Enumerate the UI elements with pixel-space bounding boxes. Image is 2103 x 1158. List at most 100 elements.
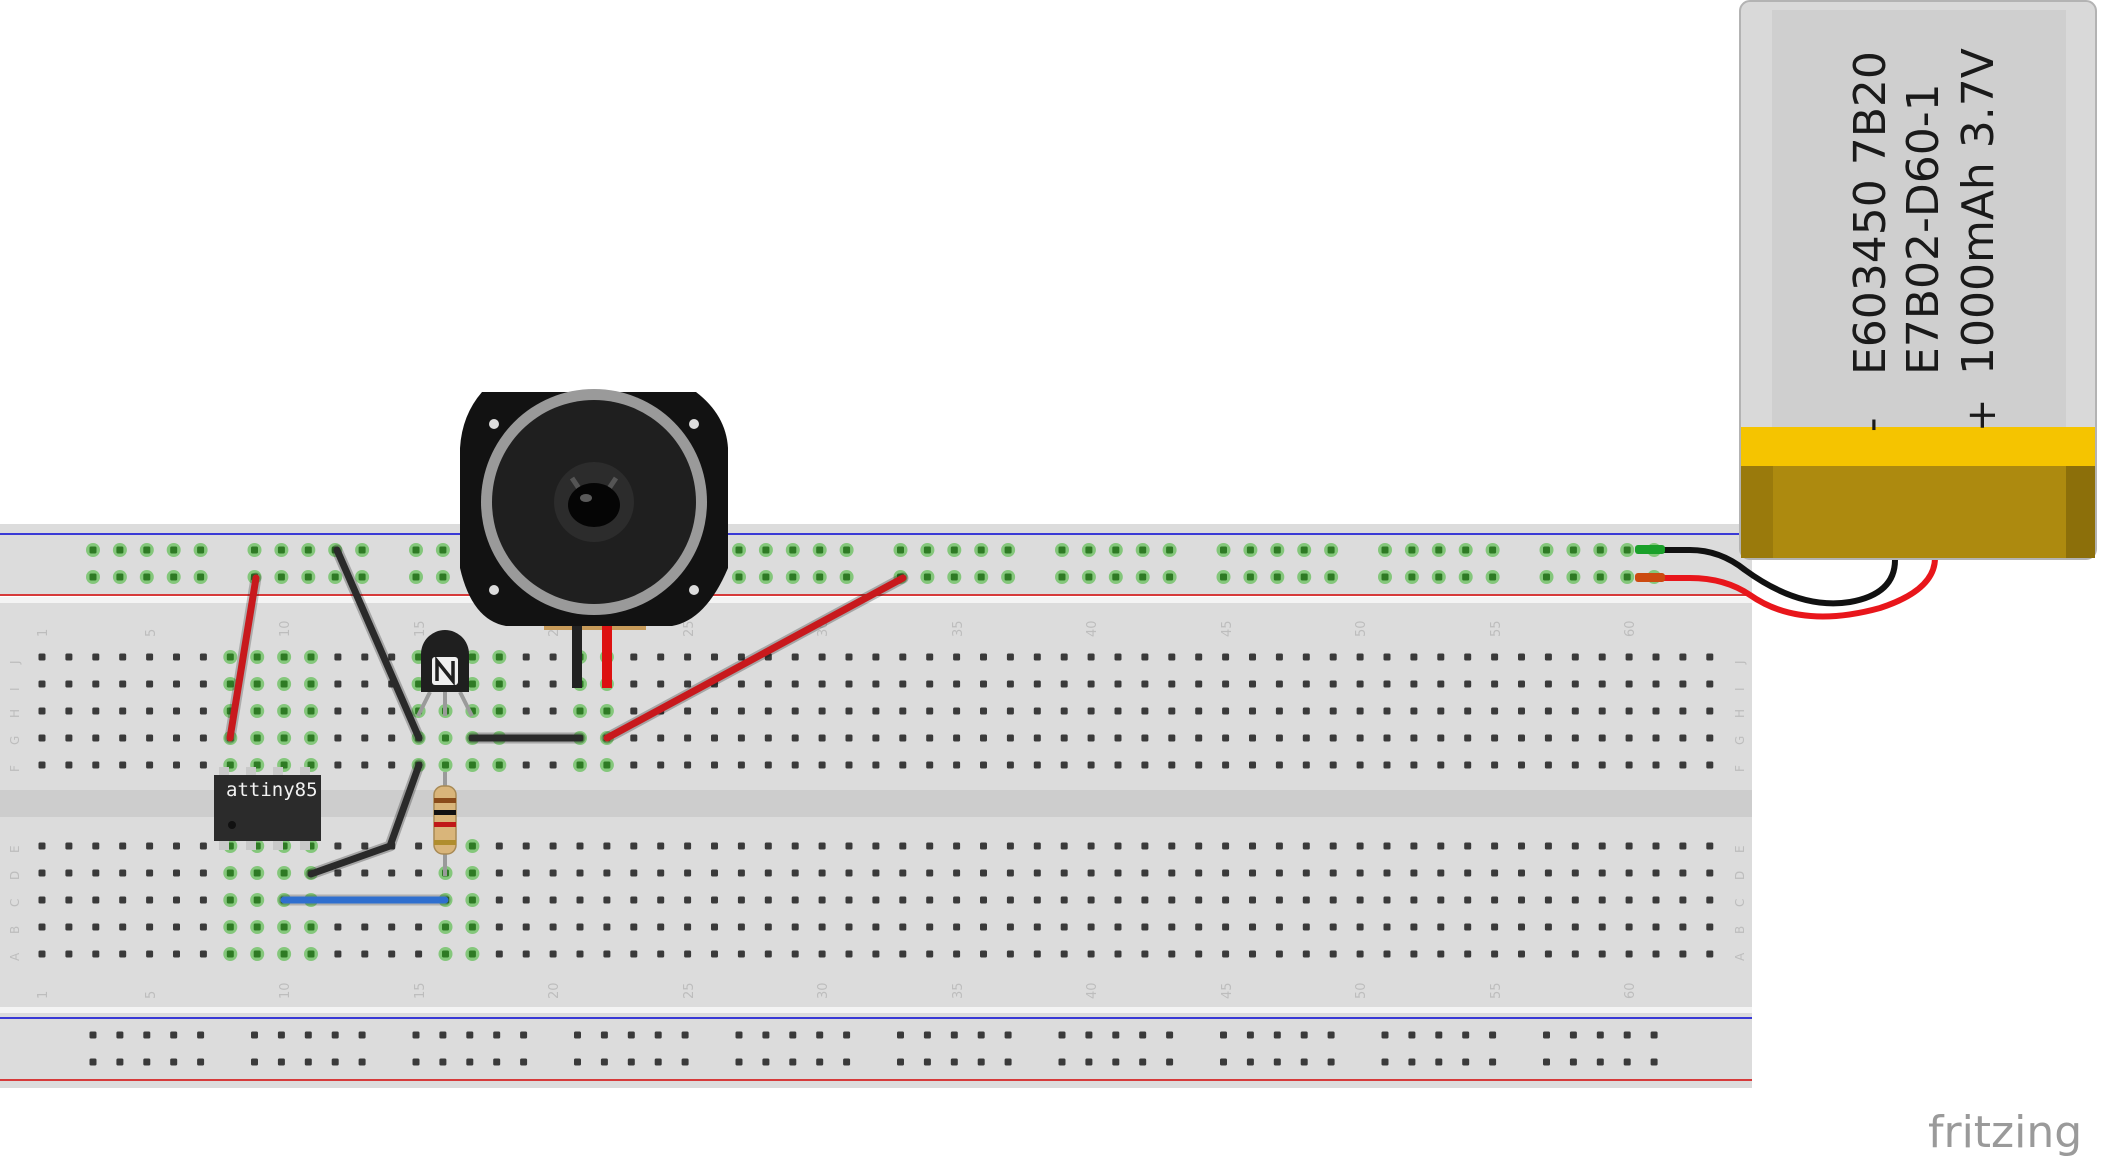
- rail-hole[interactable]: [977, 573, 985, 581]
- breadboard-hole[interactable]: [980, 707, 987, 715]
- breadboard-hole[interactable]: [522, 923, 530, 931]
- breadboard-hole[interactable]: [1275, 896, 1283, 904]
- rail-hole[interactable]: [897, 546, 904, 554]
- breadboard-hole[interactable]: [1060, 869, 1068, 877]
- rail-hole[interactable]: [681, 1031, 689, 1039]
- rail-hole[interactable]: [1543, 1031, 1550, 1039]
- breadboard-hole[interactable]: [764, 734, 772, 742]
- breadboard-hole[interactable]: [1437, 950, 1445, 958]
- breadboard-hole[interactable]: [388, 734, 396, 742]
- rail-hole[interactable]: [439, 1031, 447, 1039]
- breadboard-hole[interactable]: [1679, 923, 1687, 931]
- rail-hole[interactable]: [251, 546, 258, 554]
- breadboard-hole[interactable]: [1168, 707, 1176, 715]
- breadboard-hole[interactable]: [1195, 680, 1203, 688]
- breadboard-hole[interactable]: [199, 950, 207, 958]
- breadboard-hole[interactable]: [280, 734, 288, 742]
- rail-hole[interactable]: [197, 573, 205, 581]
- breadboard-hole[interactable]: [1222, 707, 1230, 715]
- breadboard-hole[interactable]: [791, 923, 799, 931]
- rail-hole[interactable]: [654, 1058, 662, 1066]
- rail-hole[interactable]: [1085, 546, 1093, 554]
- rail-hole[interactable]: [1327, 546, 1335, 554]
- attiny85-chip[interactable]: attiny85: [214, 767, 321, 850]
- breadboard-hole[interactable]: [1195, 734, 1203, 742]
- breadboard-hole[interactable]: [764, 896, 772, 904]
- rail-hole[interactable]: [1085, 1031, 1093, 1039]
- breadboard-hole[interactable]: [361, 734, 369, 742]
- rail-hole[interactable]: [1623, 1031, 1631, 1039]
- breadboard-hole[interactable]: [953, 923, 961, 931]
- rail-hole[interactable]: [412, 546, 420, 554]
- breadboard-hole[interactable]: [657, 680, 665, 688]
- breadboard-hole[interactable]: [1437, 869, 1445, 877]
- breadboard-hole[interactable]: [522, 896, 530, 904]
- breadboard-hole[interactable]: [711, 761, 718, 769]
- rail-hole[interactable]: [89, 573, 97, 581]
- breadboard-hole[interactable]: [926, 896, 934, 904]
- rail-hole[interactable]: [1004, 1058, 1012, 1066]
- breadboard-hole[interactable]: [737, 896, 745, 904]
- breadboard-hole[interactable]: [1222, 680, 1230, 688]
- breadboard-hole[interactable]: [119, 653, 127, 661]
- breadboard-hole[interactable]: [791, 653, 799, 661]
- breadboard-hole[interactable]: [280, 707, 288, 715]
- breadboard-hole[interactable]: [1168, 896, 1176, 904]
- rail-hole[interactable]: [1462, 546, 1470, 554]
- breadboard-hole[interactable]: [1518, 869, 1525, 877]
- breadboard-hole[interactable]: [576, 707, 584, 715]
- rail-hole[interactable]: [1085, 1058, 1093, 1066]
- breadboard-hole[interactable]: [361, 842, 369, 850]
- rail-hole[interactable]: [466, 1031, 474, 1039]
- breadboard-hole[interactable]: [226, 869, 234, 877]
- breadboard-hole[interactable]: [1195, 950, 1203, 958]
- breadboard-hole[interactable]: [899, 761, 907, 769]
- rail-hole[interactable]: [843, 546, 851, 554]
- breadboard-hole[interactable]: [737, 869, 745, 877]
- breadboard-hole[interactable]: [684, 761, 692, 769]
- breadboard-hole[interactable]: [92, 923, 100, 931]
- breadboard-hole[interactable]: [226, 680, 234, 688]
- breadboard-hole[interactable]: [1114, 950, 1122, 958]
- breadboard-hole[interactable]: [173, 761, 180, 769]
- rail-hole[interactable]: [1650, 1031, 1658, 1039]
- breadboard-hole[interactable]: [1706, 842, 1714, 850]
- breadboard-hole[interactable]: [791, 869, 799, 877]
- breadboard-hole[interactable]: [1087, 761, 1095, 769]
- breadboard-hole[interactable]: [576, 923, 584, 931]
- breadboard-hole[interactable]: [1302, 653, 1310, 661]
- breadboard-hole[interactable]: [1060, 761, 1068, 769]
- breadboard-hole[interactable]: [737, 842, 745, 850]
- breadboard-hole[interactable]: [119, 869, 127, 877]
- breadboard-hole[interactable]: [38, 653, 46, 661]
- breadboard-hole[interactable]: [1652, 734, 1660, 742]
- breadboard-hole[interactable]: [1168, 923, 1176, 931]
- breadboard-hole[interactable]: [280, 869, 288, 877]
- rail-hole[interactable]: [1596, 546, 1604, 554]
- breadboard-hole[interactable]: [119, 842, 127, 850]
- rail-hole[interactable]: [950, 1058, 958, 1066]
- breadboard-hole[interactable]: [684, 653, 692, 661]
- breadboard-hole[interactable]: [549, 653, 557, 661]
- breadboard-hole[interactable]: [1275, 734, 1283, 742]
- breadboard-hole[interactable]: [468, 896, 476, 904]
- breadboard-hole[interactable]: [1249, 734, 1256, 742]
- breadboard-hole[interactable]: [146, 842, 154, 850]
- breadboard-hole[interactable]: [1491, 842, 1499, 850]
- breadboard-hole[interactable]: [1195, 869, 1203, 877]
- breadboard-hole[interactable]: [953, 680, 961, 688]
- rail-hole[interactable]: [277, 1058, 285, 1066]
- breadboard-hole[interactable]: [1006, 869, 1014, 877]
- breadboard-hole[interactable]: [657, 869, 665, 877]
- breadboard-hole[interactable]: [1141, 653, 1149, 661]
- rail-hole[interactable]: [816, 573, 824, 581]
- breadboard-hole[interactable]: [980, 680, 987, 688]
- breadboard-hole[interactable]: [980, 653, 987, 661]
- breadboard-hole[interactable]: [1087, 707, 1095, 715]
- breadboard-hole[interactable]: [468, 842, 476, 850]
- breadboard-hole[interactable]: [549, 923, 557, 931]
- rail-hole[interactable]: [143, 546, 151, 554]
- breadboard-hole[interactable]: [1410, 842, 1418, 850]
- breadboard-hole[interactable]: [1302, 761, 1310, 769]
- breadboard-hole[interactable]: [253, 923, 261, 931]
